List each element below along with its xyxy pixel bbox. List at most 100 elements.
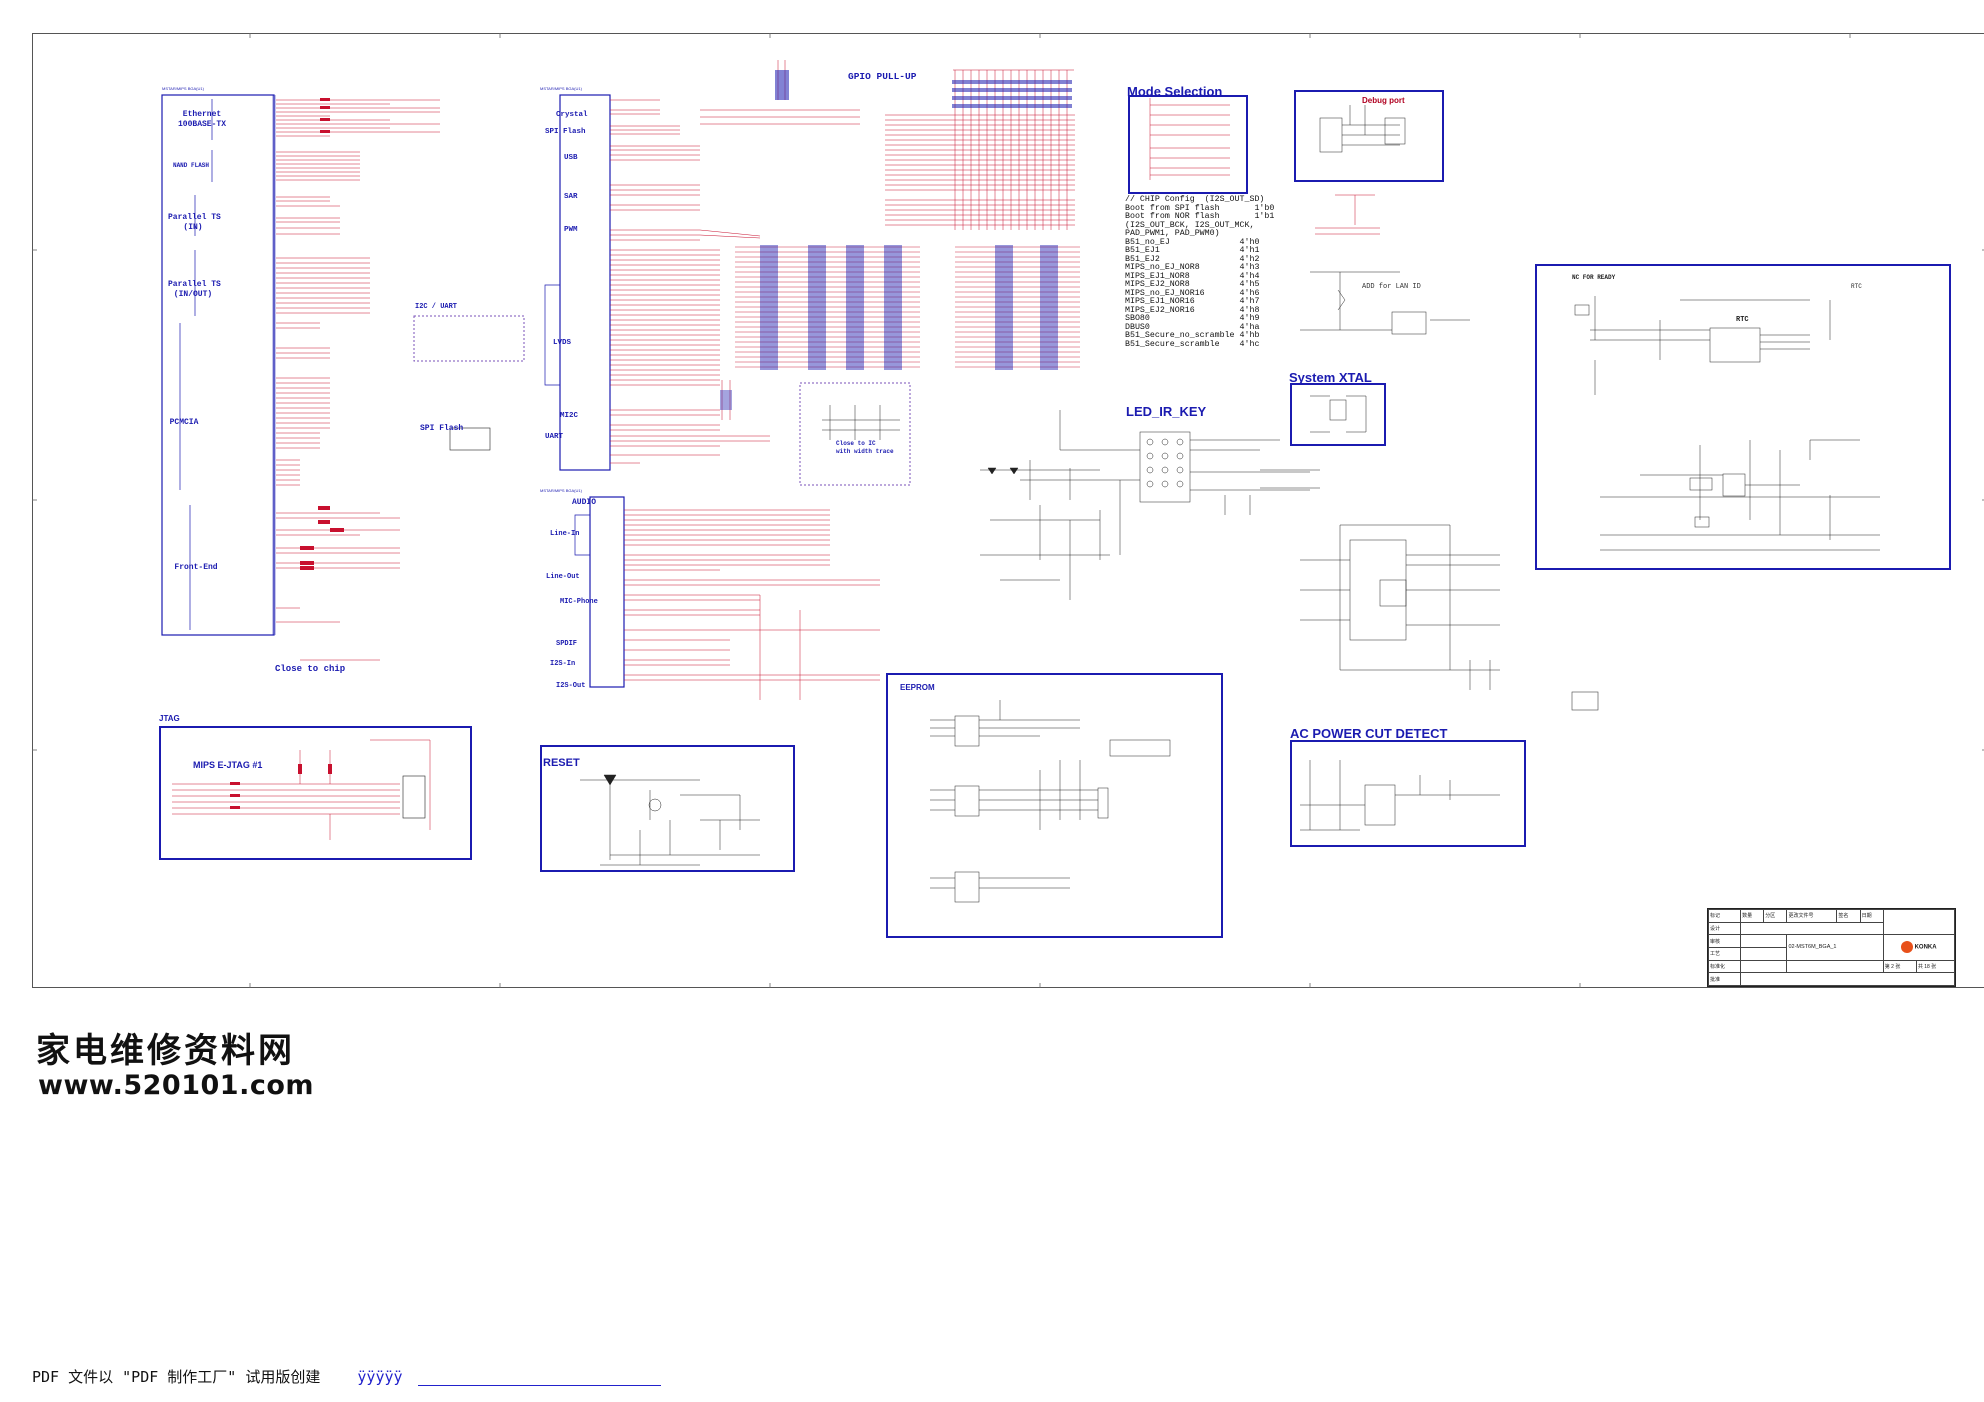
mips-ejtag-title: MIPS E-JTAG #1	[193, 760, 263, 770]
group-pwm: PWM	[564, 226, 578, 234]
pdf-footer-label: PDF 文件以 "PDF 制作工厂" 试用版创建	[32, 1368, 321, 1386]
eeprom-circuit	[930, 700, 1171, 903]
group-mic-phone: MIC-Phone	[560, 598, 598, 606]
title-block: 标记 数量 分区 更改文件号 签名 日期 设计 审核 02-MST6M_BGA_…	[1707, 908, 1956, 987]
debug-port-circuit	[1319, 105, 1406, 153]
close-to-ic-note: Close to IC with width trace	[836, 440, 894, 455]
mode-selection-wires	[1149, 98, 1230, 180]
tb-row-zone: 分区	[1763, 909, 1788, 923]
ac-power-box	[1290, 740, 1526, 847]
i2c-uart-label: I2C / UART	[415, 303, 458, 311]
soc-mid-symbol	[559, 94, 611, 471]
reset-box	[540, 745, 795, 872]
group-pcmcia: PCMCIA	[169, 418, 199, 427]
jtag-title: JTAG	[159, 714, 180, 723]
soc-part-top: MSTAR/MIPS BGA(U1)	[162, 86, 204, 91]
pdf-footer-link[interactable]: ÿÿÿÿÿ	[357, 1368, 403, 1386]
tb-row-qty: 数量	[1740, 909, 1765, 923]
group-spdif: SPDIF	[556, 640, 578, 648]
jtag-box	[159, 726, 472, 860]
debug-port-title: Debug port	[1362, 96, 1405, 105]
konka-logo-icon	[1901, 941, 1914, 954]
tb-role-approve: 批准	[1707, 972, 1742, 986]
led-ir-key-circuit	[980, 410, 1320, 600]
rtc-chip-label: RTC	[1736, 316, 1749, 324]
group-spi-flash: SPI Flash	[545, 128, 586, 136]
group-usb: USB	[564, 154, 578, 162]
group-i2s-in: I2S-In	[550, 660, 576, 668]
jtag-circuit	[172, 739, 431, 840]
led-ir-key-title: LED_IR_KEY	[1126, 404, 1207, 419]
group-parallel-ts-io: Parallel TS (IN/OUT)	[168, 280, 221, 299]
tb-role-design: 设计	[1707, 921, 1742, 936]
watermark-site-cn: 家电维修资料网	[36, 1031, 295, 1071]
tb-sheet-total: 共 18 张	[1915, 959, 1956, 974]
group-lvds: LVDS	[553, 339, 572, 347]
group-uart: UART	[545, 433, 564, 441]
tb-row-sign: 签名	[1836, 909, 1861, 923]
mode-selection-box	[1128, 95, 1248, 194]
soc-mid-wires	[610, 99, 770, 464]
group-mi2c: MI2C	[560, 412, 579, 420]
soc-part-audio: MSTAR/MIPS BGA(U1)	[540, 488, 582, 493]
eeprom-title: EEPROM	[900, 683, 935, 692]
mode-config-table: // CHIP Config (I2S_OUT_SD) Boot from SP…	[1125, 195, 1275, 349]
group-audio: AUDIO	[572, 498, 597, 507]
tb-role-standard: 标准化	[1707, 959, 1742, 974]
group-crystal: Crystal	[556, 111, 588, 119]
mode-selection-title: Mode Selection	[1127, 84, 1223, 99]
uart-pullups	[1315, 194, 1380, 235]
rtc-circuit	[1574, 296, 1880, 551]
group-nand-flash: NAND FLASH	[172, 162, 209, 169]
rtc-corner-label: RTC	[1851, 283, 1862, 290]
debug-port-box	[1294, 90, 1444, 182]
footer-link-underline	[418, 1385, 661, 1386]
spi-flash-chip-right	[1300, 524, 1500, 690]
ac-power-circuit	[1300, 760, 1500, 831]
group-sar: SAR	[564, 193, 578, 201]
system-xtal	[1310, 395, 1367, 433]
soc-part-mid: MSTAR/MIPS BGA(U1)	[540, 86, 582, 91]
soc-left-pins	[276, 99, 440, 661]
group-i2s-out: I2S-Out	[556, 682, 586, 690]
audio-wires	[624, 509, 880, 700]
soc-left-symbol	[161, 94, 276, 636]
system-xtal-title: System XTAL	[1289, 370, 1372, 385]
reset-title: RESET	[543, 757, 580, 769]
group-parallel-ts-in: Parallel TS (IN)	[168, 213, 221, 232]
sheet-frame	[32, 33, 1984, 988]
eeprom-box	[886, 673, 1223, 938]
group-line-in: Line-In	[550, 530, 580, 538]
tb-row-mark: 标记	[1707, 909, 1742, 923]
gpio-pullup-title: GPIO PULL-UP	[848, 71, 917, 82]
spi-flash-left-label: SPI Flash	[420, 424, 464, 433]
add-lan-id-label: ADD for LAN ID	[1362, 283, 1421, 291]
tb-sheet-no: 第 2 张	[1882, 959, 1917, 974]
group-ethernet: Ethernet 100BASE-TX	[177, 110, 226, 129]
tb-row-date: 日期	[1859, 909, 1884, 923]
ac-power-title: AC POWER CUT DETECT	[1290, 726, 1448, 741]
soc-audio-symbol	[589, 496, 625, 688]
mi2c-pullups	[721, 380, 731, 420]
gpio-pullup-ladder	[700, 60, 1075, 230]
tb-row-doc: 更改文件号	[1786, 909, 1838, 923]
schematic-canvas	[32, 33, 1984, 988]
tb-role-process: 工艺	[1707, 946, 1742, 961]
pdf-footer-text: PDF 文件以 "PDF 制作工厂" 试用版创建 ÿÿÿÿÿ	[32, 1366, 403, 1387]
system-xtal-box	[1290, 383, 1386, 446]
lan-id-circuit	[1300, 271, 1470, 335]
tb-role-review: 审核	[1707, 934, 1742, 948]
reset-circuit	[580, 774, 760, 866]
group-line-out: Line-Out	[546, 573, 580, 581]
left-resistor-arrays	[300, 98, 344, 570]
spi-flash-left-chip	[449, 427, 491, 451]
lvds-resistor-grid	[735, 245, 1080, 370]
rtc-box	[1535, 264, 1951, 570]
watermark-site-url[interactable]: www.520101.com	[38, 1070, 315, 1101]
close-to-chip-note: Close to chip	[275, 664, 346, 674]
nc-for-ready-label: NC FOR READY	[1572, 274, 1616, 281]
tb-drawing-no: 02-MST6M_BGA_1	[1786, 934, 1884, 961]
brand-name: KONKA	[1914, 944, 1937, 951]
group-front-end: Front-End	[174, 563, 218, 572]
left-group-brackets	[179, 99, 213, 630]
